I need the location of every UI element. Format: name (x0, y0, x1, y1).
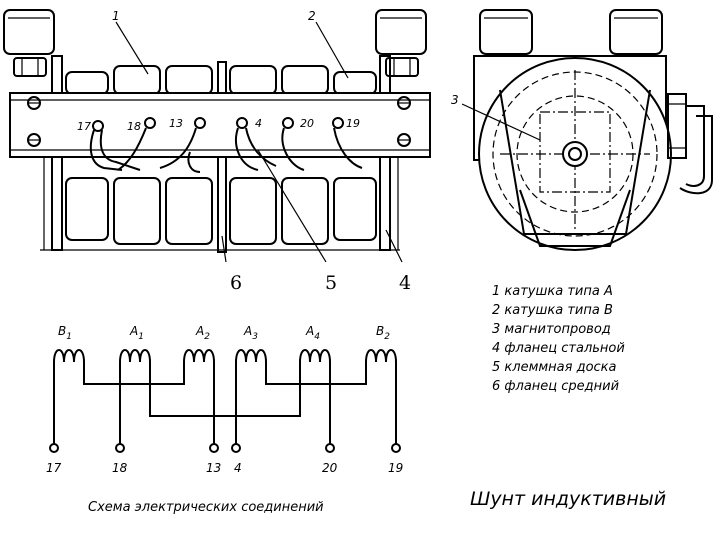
front-terminal-label: 4 (255, 117, 262, 130)
front-terminal-label: 17 (77, 120, 91, 133)
terminal-board: 17 18 13 4 20 19 (9, 92, 431, 158)
coil-label-letter: A (305, 324, 314, 338)
front-view: 17 18 13 4 20 19 1 2 6 (3, 9, 431, 294)
side-view: 3 (451, 9, 713, 251)
right-insulator (375, 9, 427, 77)
front-terminal-label: 18 (127, 120, 141, 133)
front-terminal-label: 19 (346, 117, 360, 130)
coil-label-subscript: 2 (204, 332, 210, 342)
legend: 1 катушка типа А 2 катушка типа В 3 магн… (492, 284, 625, 394)
coil-a1: A1 (119, 324, 151, 363)
front-terminal-label: 13 (169, 117, 183, 130)
coil-b1: B1 (53, 324, 85, 363)
schematic-terminal-label: 13 (206, 461, 221, 475)
callout-leaders (115, 21, 403, 263)
legend-item: 5 клеммная доска (492, 360, 617, 375)
callout-3: 3 (451, 93, 459, 107)
coil-stack (65, 65, 377, 245)
coil-label-letter: B (58, 324, 66, 338)
callout-4: 4 (399, 272, 411, 294)
drawing-title: Шунт индуктивный (470, 488, 666, 510)
coil-a2: A2 (183, 324, 215, 363)
legend-item: 2 катушка типа В (492, 303, 613, 318)
schematic-terminal-label: 20 (322, 461, 338, 475)
legend-item: 3 магнитопровод (492, 322, 611, 337)
coil-label-subscript: 4 (314, 332, 320, 342)
coil-label-subscript: 1 (138, 332, 144, 342)
schematic-terminal-label: 17 (46, 461, 62, 475)
callout-6: 6 (230, 272, 242, 294)
svg-text:A1: A1 (129, 324, 144, 342)
coil-label-subscript: 3 (252, 332, 258, 342)
callout-2: 2 (308, 9, 316, 23)
coil-a4: A4 (299, 324, 331, 363)
schematic-terminal-label: 18 (112, 461, 128, 475)
coil-label-subscript: 2 (384, 332, 390, 342)
coil-label-letter: A (129, 324, 138, 338)
svg-text:B1: B1 (58, 324, 72, 342)
callout-1: 1 (112, 9, 120, 23)
svg-text:A4: A4 (305, 324, 320, 342)
coil-label-letter: A (243, 324, 252, 338)
svg-text:A2: A2 (195, 324, 210, 342)
schematic-wires (53, 362, 397, 444)
coil-leads (89, 127, 363, 173)
schematic-terminal-label: 19 (388, 461, 403, 475)
schematic-terminals (49, 443, 401, 453)
wiring-schematic: B1 A1 A2 A3 A4 B2 (46, 324, 403, 515)
callout-5: 5 (325, 272, 337, 294)
coil-label-letter: B (376, 324, 384, 338)
schematic-terminal-label: 4 (234, 461, 242, 475)
legend-item: 4 фланец стальной (492, 341, 625, 356)
legend-item: 6 фланец средний (492, 379, 619, 394)
coil-label-subscript: 1 (66, 332, 72, 342)
svg-text:B2: B2 (376, 324, 390, 342)
coil-label-letter: A (195, 324, 204, 338)
coil-a3: A3 (235, 324, 267, 363)
schematic-caption: Схема электрических соединений (88, 500, 324, 515)
legend-item: 1 катушка типа А (492, 284, 613, 299)
left-insulator (3, 9, 55, 77)
front-terminal-label: 20 (300, 117, 314, 130)
coil-b2: B2 (365, 324, 397, 363)
svg-text:A3: A3 (243, 324, 258, 342)
